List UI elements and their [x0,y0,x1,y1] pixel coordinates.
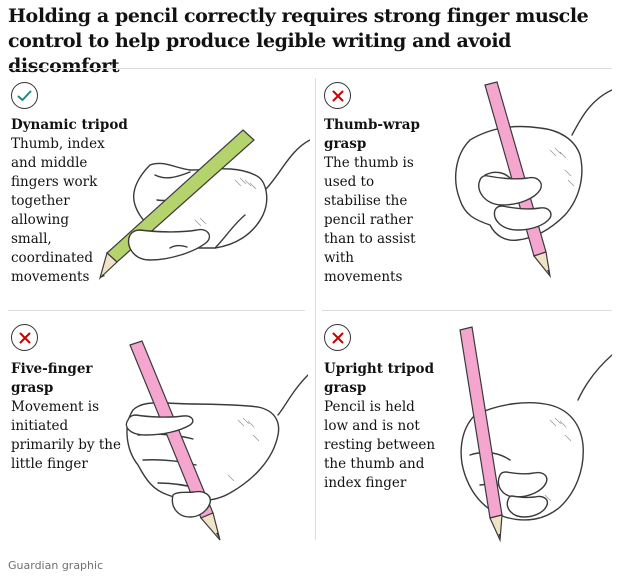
cross-icon [324,82,351,109]
hand-illustration [455,81,612,279]
panel-description: Pencil is held low and is not resting be… [324,399,436,491]
credit-line: Guardian graphic [8,559,104,572]
hand-illustration [98,129,310,280]
panel-description: Thumb, index and middle fingers work tog… [11,136,105,285]
panel-title: Five-finger grasp [11,361,93,396]
headline: Holding a pencil correctly requires stro… [8,5,589,77]
panel-description: Movement is initiated primarily by the l… [11,399,121,472]
check-icon [11,82,38,109]
vertical-divider [315,78,316,540]
panel-description: The thumb is used to stabilise the penci… [324,155,416,285]
cross-icon [324,324,351,351]
horizontal-divider-right [322,310,612,311]
panel-title: Thumb-wrap grasp [324,117,420,152]
pencil-icon [459,326,503,543]
panel-title: Dynamic tripod [11,117,128,133]
hand-illustration [459,326,612,543]
panel-title: Upright tripod grasp [324,361,435,396]
hand-illustration [125,340,308,541]
pencil-icon [98,129,255,280]
top-divider [8,68,612,69]
cross-icon [11,324,38,351]
horizontal-divider-left [8,310,305,311]
